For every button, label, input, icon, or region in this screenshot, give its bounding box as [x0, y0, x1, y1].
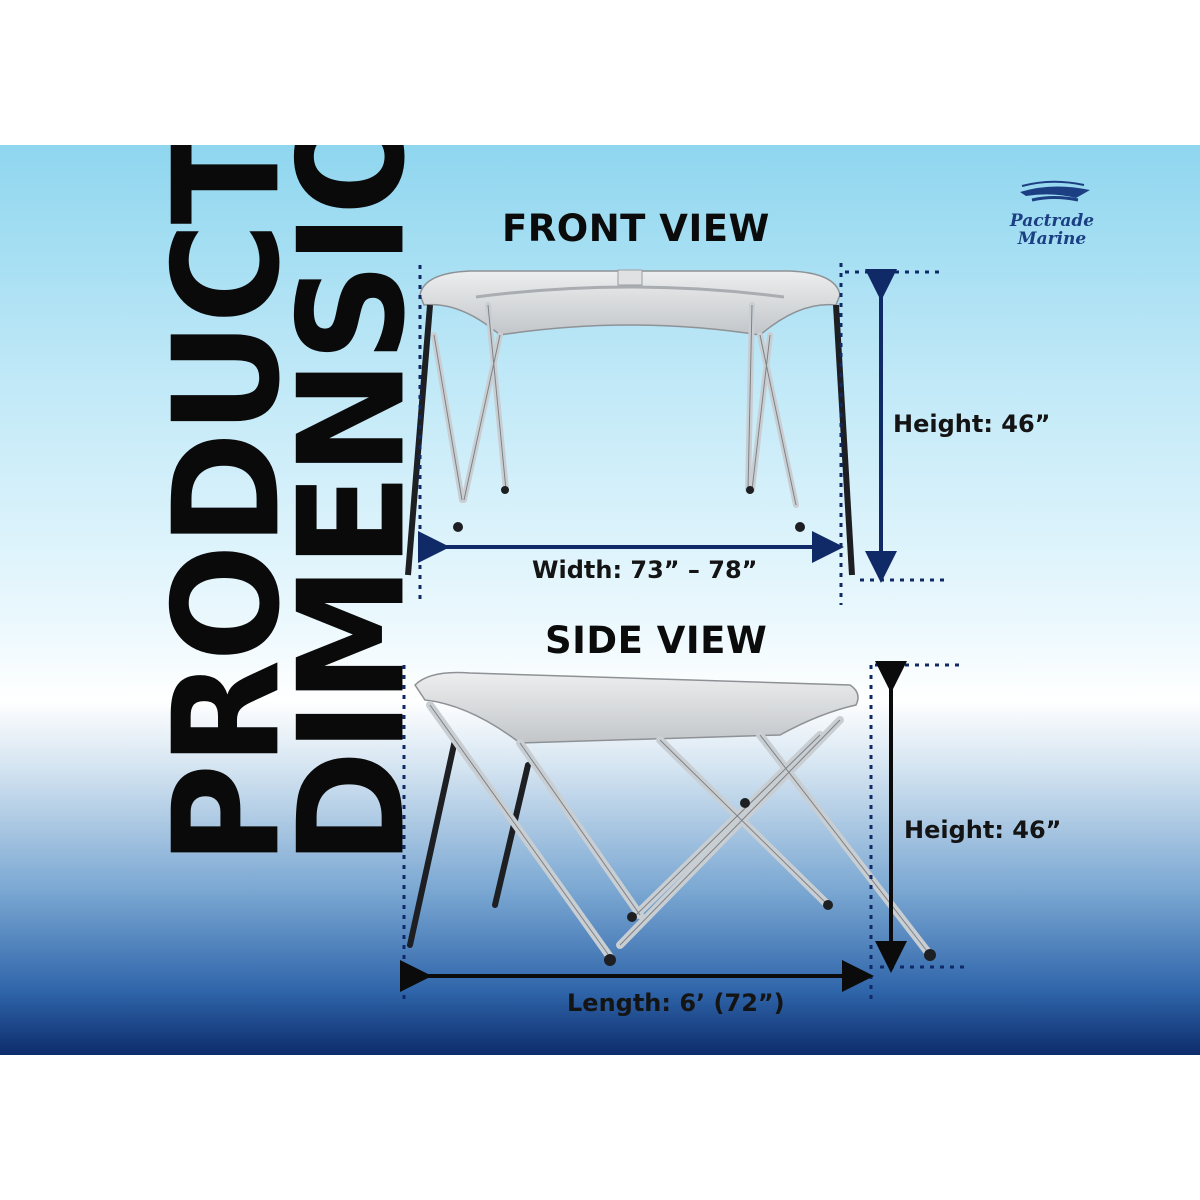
product-dimension-banner: Pactrade Marine PRODUCT DIMENSION FRONT …	[0, 145, 1200, 1055]
side-height-label: Height: 46”	[904, 816, 1062, 844]
side-length-label: Length: 6’ (72”)	[567, 989, 785, 1017]
front-view-bimini-top	[405, 269, 855, 576]
side-view-bimini-top	[407, 671, 936, 966]
boat-logo-icon	[1020, 180, 1090, 202]
brand-name-line2: Marine	[1017, 229, 1087, 249]
front-view-title: FRONT VIEW	[502, 207, 770, 250]
dimension-drawings	[400, 263, 968, 1005]
brand-name-line1: Pactrade	[1009, 211, 1095, 231]
side-view-title: SIDE VIEW	[545, 619, 768, 662]
brand-logo: Pactrade Marine	[992, 180, 1112, 252]
side-view-guides	[402, 663, 968, 1005]
front-height-label: Height: 46”	[893, 410, 1051, 438]
